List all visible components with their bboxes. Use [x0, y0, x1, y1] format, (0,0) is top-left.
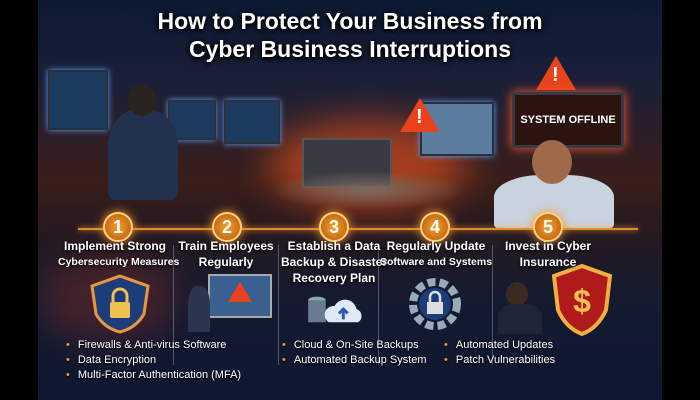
gear-lock-icon: [409, 278, 461, 330]
bullet-item: Data Encryption: [66, 353, 241, 368]
bullet-item: Automated Backup System: [282, 353, 427, 368]
bullet-item: Automated Updates: [444, 338, 555, 353]
step-number-1: 1: [103, 212, 133, 242]
bullet-item: Multi-Factor Authentication (MFA): [66, 368, 241, 383]
svg-text:$: $: [573, 283, 591, 319]
title-line-2: Cyber Business Interruptions: [188, 36, 512, 62]
monitor: [224, 100, 280, 144]
warning-triangle-icon: !: [400, 98, 440, 132]
infographic: How to Protect Your Business from Cyber …: [38, 0, 662, 400]
warning-triangle-icon: !: [536, 56, 576, 90]
smoke: [268, 170, 468, 210]
bullet-item: Patch Vulnerabilities: [444, 353, 555, 368]
shield-lock-icon: [90, 274, 150, 334]
step-number-5: 5: [533, 212, 563, 242]
step-number-2: 2: [212, 212, 242, 242]
security-bullets: Firewalls & Anti-virus Software Data Enc…: [66, 338, 241, 383]
title-line-1: How to Protect Your Business from: [157, 8, 543, 34]
stressed-person-head: [532, 140, 572, 184]
worker-figure: [108, 110, 178, 200]
system-offline-screen: SYSTEM OFFLINE: [512, 92, 624, 148]
timeline-line: [78, 228, 638, 230]
step-number-3: 3: [319, 212, 349, 242]
monitor: [48, 70, 108, 130]
divider: [492, 245, 493, 365]
step-number-4: 4: [420, 212, 450, 242]
updates-bullets: Automated Updates Patch Vulnerabilities: [444, 338, 555, 368]
worker-head: [128, 84, 156, 116]
divider: [378, 245, 379, 365]
businessman-figure: [498, 274, 548, 334]
shield-dollar-icon: $: [551, 264, 613, 336]
backup-bullets: Cloud & On-Site Backups Automated Backup…: [282, 338, 427, 368]
system-offline-text: SYSTEM OFFLINE: [520, 114, 616, 126]
divider: [173, 245, 174, 365]
bullet-item: Firewalls & Anti-virus Software: [66, 338, 241, 353]
divider: [278, 245, 279, 365]
bullet-item: Cloud & On-Site Backups: [282, 338, 427, 353]
cloud-backup-icon: [308, 296, 362, 323]
training-screen-icon: [188, 274, 278, 334]
